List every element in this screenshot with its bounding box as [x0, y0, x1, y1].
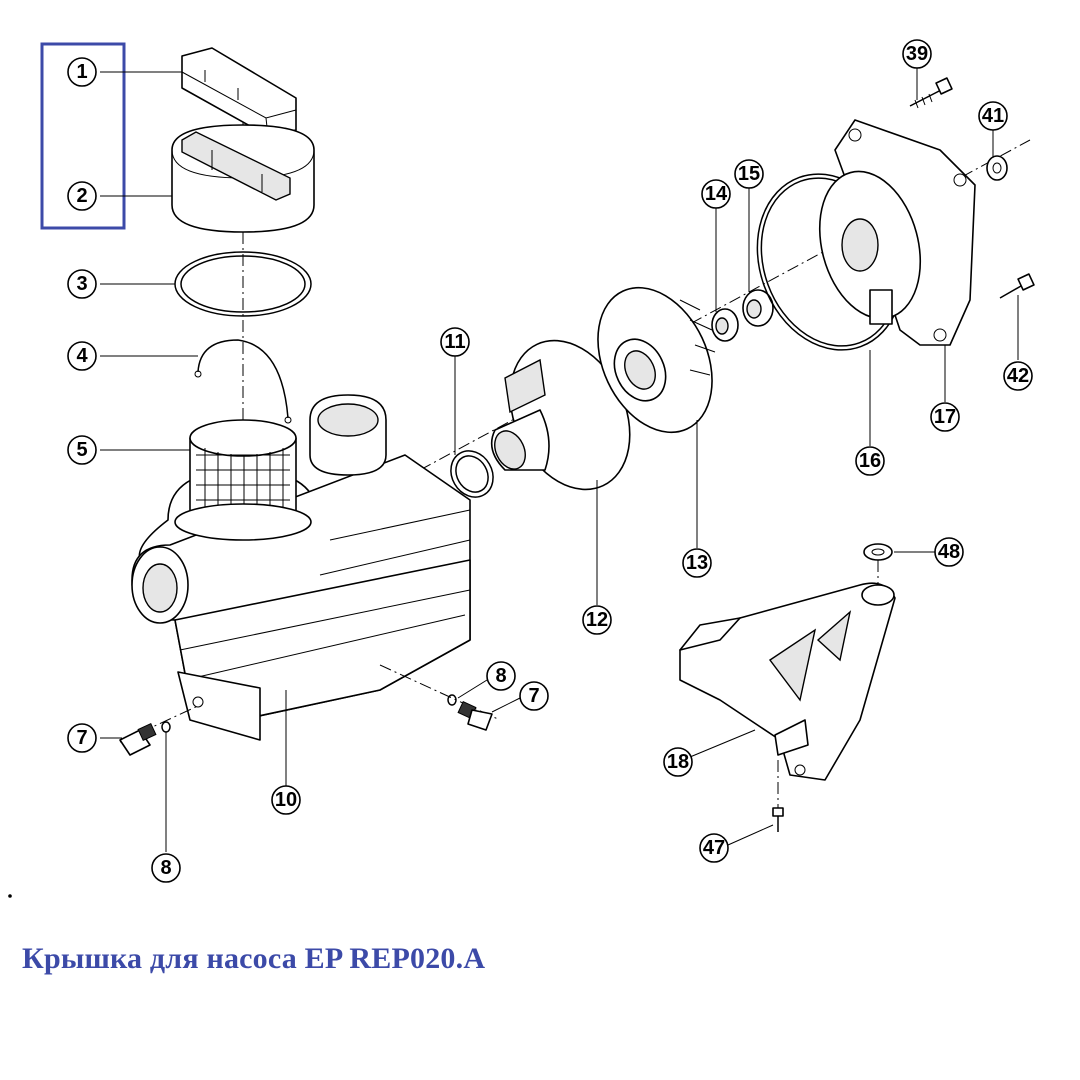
- callout-15-label: 15: [738, 163, 760, 185]
- callout-41: 41: [978, 101, 1008, 131]
- callout-17-label: 17: [934, 406, 956, 428]
- callout-10-label: 10: [275, 789, 297, 811]
- callout-42-label: 42: [1007, 365, 1029, 387]
- callout-11-label: 11: [444, 331, 465, 353]
- part-14-bearing: [711, 308, 739, 342]
- callout-14-label: 14: [705, 183, 728, 205]
- callout-16: 16: [855, 446, 885, 476]
- callout-12: 12: [582, 605, 612, 635]
- callout-13-label: 13: [686, 552, 708, 574]
- callout-13: 13: [682, 548, 712, 578]
- callout-4-label: 4: [76, 345, 88, 367]
- callout-2: 2: [67, 181, 97, 211]
- callout-3-label: 3: [76, 273, 87, 295]
- parts-7-8-right-drain: [379, 664, 501, 731]
- callout-2-label: 2: [76, 185, 87, 207]
- callout-5-label: 5: [76, 439, 87, 461]
- callout-11: 11: [440, 327, 470, 357]
- callout-47-label: 47: [703, 837, 725, 859]
- part-1-handle: [181, 47, 297, 137]
- callout-4: 4: [67, 341, 97, 371]
- part-17-seal-plate: [818, 119, 976, 346]
- callout-3: 3: [67, 269, 97, 299]
- part-4-clip: [194, 339, 292, 424]
- callout-1-label: 1: [76, 61, 87, 83]
- stray-dot: [8, 894, 12, 898]
- callout-14: 14: [701, 179, 731, 209]
- callout-48: 48: [934, 537, 964, 567]
- part-13-impeller: [597, 286, 716, 434]
- callout-16-label: 16: [859, 450, 881, 472]
- callout-10: 10: [271, 785, 301, 815]
- part-39-bolt: [909, 77, 953, 109]
- callout-47: 47: [699, 833, 729, 863]
- part-48-grommet: [863, 543, 893, 585]
- product-caption: Крышка для насоса EP REP020.A: [22, 942, 486, 975]
- callout-7-right: 7: [519, 681, 549, 711]
- callout-48-label: 48: [938, 541, 960, 563]
- leader-lines: [100, 68, 1019, 852]
- callout-39-label: 39: [906, 43, 928, 65]
- callout-7-left: 7: [67, 723, 97, 753]
- callout-39: 39: [902, 39, 932, 69]
- part-42-bolt: [999, 273, 1035, 299]
- part-5-basket: [174, 419, 312, 541]
- part-18-bracket: [679, 582, 896, 781]
- callout-41-label: 41: [982, 105, 1004, 127]
- parts-7-8-left-drain: [119, 704, 201, 756]
- callout-15: 15: [734, 159, 764, 189]
- part-15-seal: [742, 289, 774, 327]
- callout-12-label: 12: [586, 609, 608, 631]
- part-2-lid: [171, 124, 315, 233]
- part-47-screw: [772, 760, 784, 832]
- callout-8-right-label: 8: [495, 665, 506, 687]
- part-11-oring: [450, 450, 494, 498]
- callout-7-right-label: 7: [528, 685, 539, 707]
- part-10-pump-body: [131, 394, 471, 741]
- callout-5: 5: [67, 435, 97, 465]
- callout-8-left-label: 8: [160, 857, 171, 879]
- callout-42: 42: [1003, 361, 1033, 391]
- callout-8-left: 8: [151, 853, 181, 883]
- callout-17: 17: [930, 402, 960, 432]
- callout-7-left-label: 7: [76, 727, 87, 749]
- callout-8-right: 8: [486, 661, 516, 691]
- part-41-washer: [986, 155, 1008, 181]
- highlight-box: [40, 42, 126, 230]
- callout-18: 18: [663, 747, 693, 777]
- callout-1: 1: [67, 57, 97, 87]
- callout-18-label: 18: [667, 751, 689, 773]
